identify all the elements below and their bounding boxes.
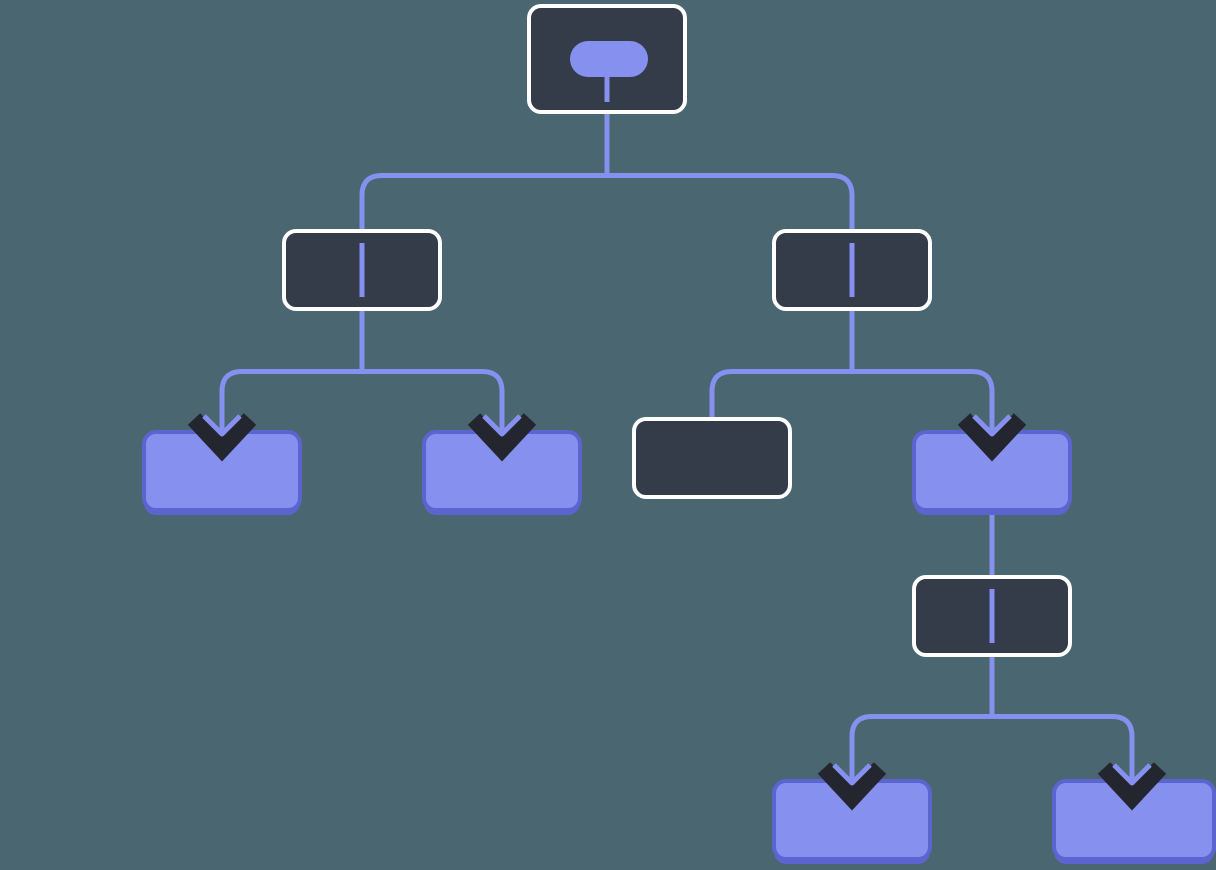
double-chevron-down-icon-bottom-leaf-b bbox=[1097, 762, 1167, 811]
edge-left-to-leaf-b[interactable] bbox=[362, 369, 505, 433]
root-inner-stem bbox=[604, 74, 610, 102]
double-chevron-down-icon-leaf-left-b bbox=[467, 413, 537, 462]
node-leaf-left-a[interactable] bbox=[142, 430, 302, 515]
double-chevron-down-icon-bottom-leaf-a bbox=[817, 762, 887, 811]
edge-root-to-left-branch[interactable] bbox=[359, 173, 607, 341]
edge-right-to-leaf-b[interactable] bbox=[852, 369, 995, 433]
node-bottom-leaf-a[interactable] bbox=[772, 779, 932, 864]
arrow-tip-right-purple bbox=[972, 414, 1012, 437]
node-layer bbox=[142, 4, 1216, 864]
node-leaf-left-b[interactable] bbox=[422, 430, 582, 515]
edge-deep-to-bottom-leaf-a[interactable] bbox=[849, 690, 995, 781]
node-right-dark-leaf[interactable] bbox=[632, 417, 792, 499]
edge-root-to-right-branch[interactable] bbox=[607, 173, 855, 341]
edge-layer bbox=[219, 60, 1135, 782]
node-right-purple-branch[interactable] bbox=[912, 430, 1072, 515]
edge-deep-to-bottom-leaf-b[interactable] bbox=[992, 714, 1135, 782]
node-root[interactable] bbox=[527, 4, 687, 114]
edge-left-to-leaf-a[interactable] bbox=[219, 340, 365, 432]
arrow-tip-leaf-left-a bbox=[202, 414, 242, 437]
root-inner-pill[interactable] bbox=[570, 41, 648, 77]
arrow-tip-layer bbox=[202, 414, 1152, 786]
arrow-tip-leaf-left-b bbox=[482, 414, 522, 437]
arrow-tip-bottom-leaf-a bbox=[832, 763, 872, 786]
arrow-marker-layer bbox=[187, 413, 1167, 811]
double-chevron-down-icon-right-purple bbox=[957, 413, 1027, 462]
edge-right-to-dark-node[interactable] bbox=[709, 340, 855, 419]
node-bottom-leaf-b[interactable] bbox=[1052, 779, 1216, 864]
arrow-tip-bottom-leaf-b bbox=[1112, 763, 1152, 786]
double-chevron-down-icon-leaf-left-a bbox=[187, 413, 257, 462]
